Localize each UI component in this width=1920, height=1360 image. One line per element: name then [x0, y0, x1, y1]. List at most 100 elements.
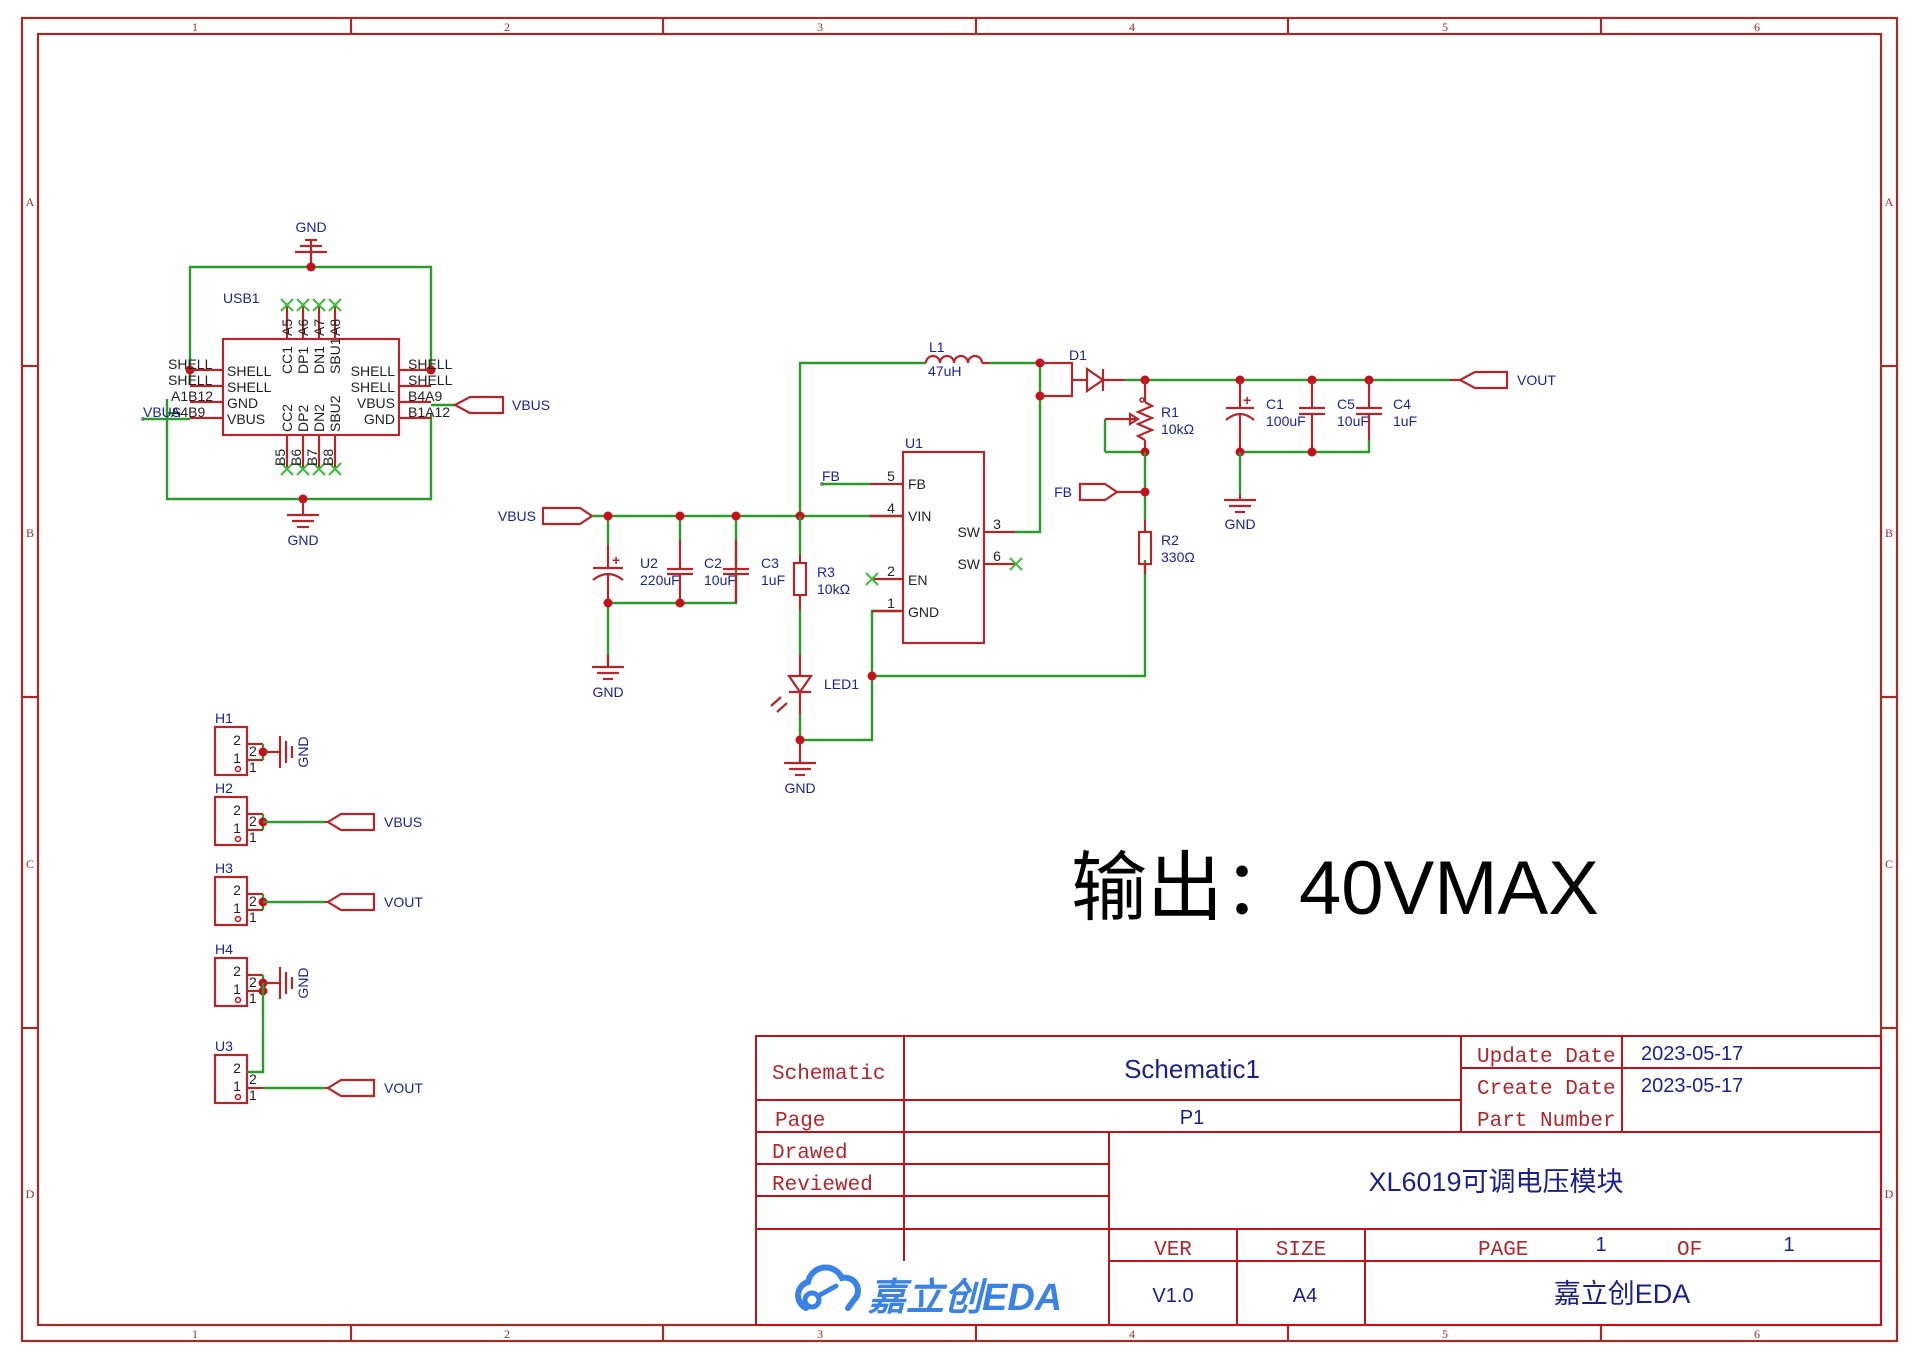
zone-row-a-left: A	[26, 195, 35, 209]
net-flag	[325, 892, 376, 912]
pin-label: SBU1	[327, 337, 343, 374]
fb-flag-label: FB	[1054, 484, 1072, 500]
gnd-label: GND	[295, 736, 311, 767]
l1-value: 47uH	[928, 363, 961, 379]
junction	[1140, 487, 1150, 497]
ver-value: V1.0	[1152, 1285, 1193, 1307]
pin-number: 1	[249, 990, 257, 1006]
gnd-symbol: GND	[592, 655, 624, 700]
zone-col-2-bottom: 2	[504, 1327, 510, 1341]
wire-to-l1	[798, 361, 926, 516]
net-flag	[325, 812, 376, 832]
header-ref: H2	[215, 780, 233, 796]
wire	[870, 609, 903, 676]
fb-net-label: FB	[822, 468, 840, 484]
outer-border	[20, 16, 1899, 1343]
wire-gnd-return	[798, 560, 1147, 742]
pin-label: B6	[288, 449, 304, 466]
gnd-label: GND	[1224, 516, 1255, 532]
net-flag-label: VOUT	[384, 894, 423, 910]
page-num-label: PAGE	[1478, 1239, 1528, 1262]
zone-col-6-top: 6	[1754, 20, 1760, 34]
pin-label: SHELL	[168, 372, 213, 388]
zone-col-1-bottom: 1	[192, 1327, 198, 1341]
pin-number: 2	[887, 563, 895, 579]
c2-value: 10uF	[704, 572, 736, 588]
usb1-connector[interactable]: GND GND VBUS USB1 SHELL SHELL A1B12 A	[141, 219, 550, 548]
pin-label: A1B12	[171, 388, 213, 404]
pin-label: B1A12	[408, 404, 450, 420]
zone-col-1-top: 1	[192, 20, 198, 34]
junction	[1307, 447, 1317, 457]
schematic-name: Schematic1	[1124, 1054, 1260, 1084]
update-date-value: 2023-05-17	[1641, 1043, 1743, 1065]
header-ref: H3	[215, 860, 233, 876]
pin-label: SHELL	[227, 363, 272, 379]
part-number-label: Part Number	[1477, 1110, 1616, 1133]
no-connect-icon	[328, 462, 342, 476]
pin-label: DN2	[311, 404, 327, 432]
led1-ref: LED1	[824, 676, 859, 692]
l1-coil	[924, 354, 984, 364]
pin-number: 2	[233, 802, 241, 818]
r2-body	[1137, 530, 1153, 566]
gnd-symbol: GND	[287, 499, 319, 548]
size-value: A4	[1293, 1285, 1317, 1307]
zone-col-2-top: 2	[504, 20, 510, 34]
header-body	[213, 956, 249, 1008]
no-connect-icon	[312, 462, 326, 476]
input-section[interactable]: VBUS + U2 220uF C2 10uF C3 1uF	[498, 361, 1147, 796]
pin-label: B8	[320, 449, 336, 466]
net-flag-fb	[1078, 482, 1119, 502]
junction	[603, 511, 613, 521]
c2-ref: C2	[704, 555, 722, 571]
u2-value: 220uF	[640, 572, 680, 588]
pin-label: A7	[311, 319, 327, 336]
pin-label: EN	[908, 572, 927, 588]
pin-number: 1	[887, 595, 895, 611]
header-ref: H1	[215, 710, 233, 726]
pin-label: SHELL	[408, 356, 453, 372]
pin-label: B5	[272, 449, 288, 466]
pin-label: VBUS	[227, 411, 265, 427]
pin-label: CC1	[279, 346, 295, 374]
vbus-flag-label: VBUS	[512, 397, 550, 413]
output-section[interactable]: L1 47uH D1 R1 10kΩ FB R2 33	[924, 339, 1556, 574]
gnd-symbol: GND	[1224, 495, 1256, 532]
zone-row-b-right: B	[1885, 526, 1893, 540]
logo-text: 嘉立创EDA	[868, 1277, 1062, 1319]
no-connect-icon	[280, 298, 294, 312]
c1-ref: C1	[1266, 396, 1284, 412]
d1-ref: D1	[1069, 347, 1087, 363]
u1-xl6019[interactable]: U1 FB 5 FB 4 VIN 2 EN 1 GND 3 SW 6 SW	[820, 363, 1042, 645]
project-title: XL6019可调电压模块	[1368, 1167, 1623, 1197]
header-body	[213, 875, 249, 927]
svg-text:+: +	[612, 552, 620, 568]
r1-value: 10kΩ	[1161, 421, 1194, 437]
pin-label: CC2	[279, 404, 295, 432]
pin-label: DN1	[311, 346, 327, 374]
c5-ref: C5	[1337, 396, 1355, 412]
u1-body	[901, 450, 986, 645]
header-body	[213, 725, 249, 777]
usb1-ref: USB1	[223, 290, 260, 306]
net-flag-label: VBUS	[384, 814, 422, 830]
pin-number: 2	[249, 1071, 257, 1087]
c4-value: 1uF	[1393, 413, 1417, 429]
pin-label: B4A9	[408, 388, 442, 404]
zone-row-c-left: C	[26, 857, 34, 871]
page-total: 1	[1783, 1234, 1794, 1256]
c5-value: 10uF	[1337, 413, 1369, 429]
l1-ref: L1	[929, 339, 945, 355]
header-ref: U3	[215, 1038, 233, 1054]
vbus-flag-label: VBUS	[498, 508, 536, 524]
wire	[1240, 440, 1371, 454]
r3-ref: R3	[817, 564, 835, 580]
output-voltage-note: 输出：40VMAX	[1071, 846, 1599, 931]
pin-label: SHELL	[351, 363, 396, 379]
